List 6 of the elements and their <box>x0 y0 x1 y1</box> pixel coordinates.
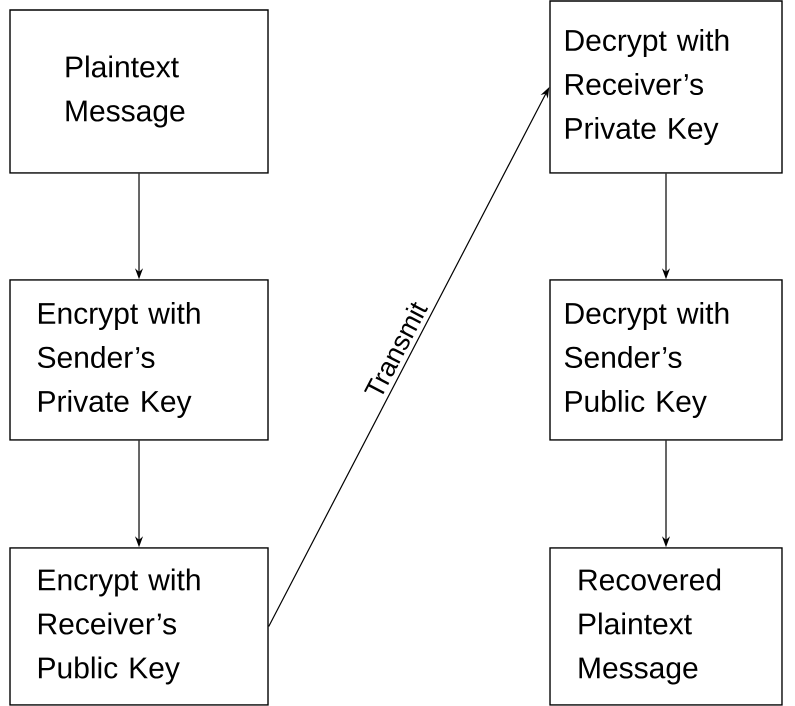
process-box: Recovered Plaintext Message <box>549 547 783 706</box>
process-box: Decrypt with Receiver’s Private Key <box>549 0 783 174</box>
process-box: Decrypt with Sender’s Public Key <box>549 279 783 441</box>
process-box: Encrypt with Sender’s Private Key <box>9 279 269 441</box>
process-box: Encrypt with Receiver’s Public Key <box>9 547 269 706</box>
process-box: Plaintext Message <box>9 9 269 174</box>
